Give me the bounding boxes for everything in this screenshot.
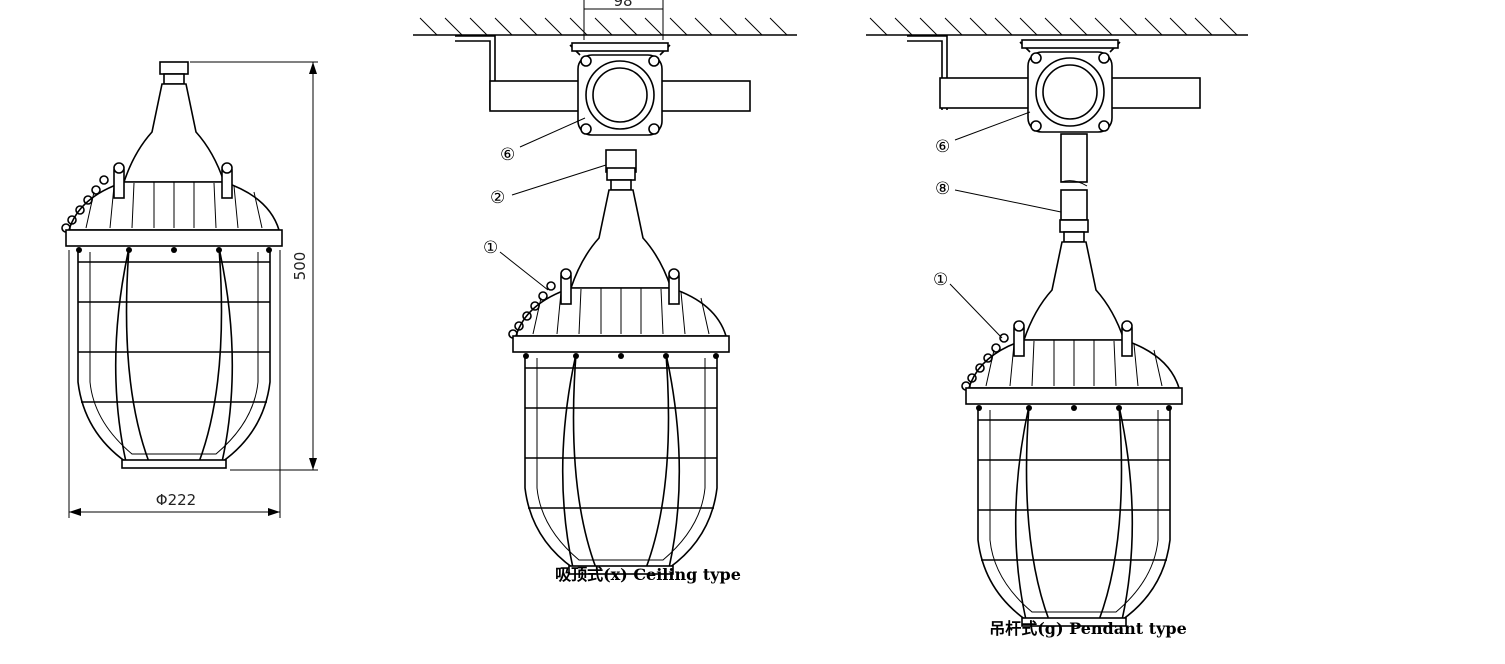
bracket-width-dimension-label: 98: [613, 0, 632, 10]
pendant-type-caption: 吊杆式(g) Pendant type: [989, 619, 1187, 638]
ceiling-type-caption: 吸顶式(x) Ceiling type: [555, 565, 741, 584]
callout-2-ceiling: ②: [490, 188, 505, 208]
callout-6-pendant: ⑥: [935, 137, 950, 157]
callout-8-pendant: ⑧: [935, 179, 950, 199]
pendant-type-view: ⑥ ⑧ ① 吊杆式(g) Pendant type: [866, 17, 1248, 638]
callout-6-ceiling: ⑥: [500, 145, 515, 165]
ceiling-type-view: 98 ⑥ ② ① 吸顶式(x) Ceiling type: [413, 0, 797, 584]
height-dimension-label: 500: [291, 252, 309, 281]
diameter-dimension-label: Φ222: [156, 491, 196, 509]
callout-1-ceiling: ①: [483, 238, 498, 258]
dimensioned-lamp-view: 500 Φ222: [61, 61, 318, 518]
callout-1-pendant: ①: [933, 270, 948, 290]
